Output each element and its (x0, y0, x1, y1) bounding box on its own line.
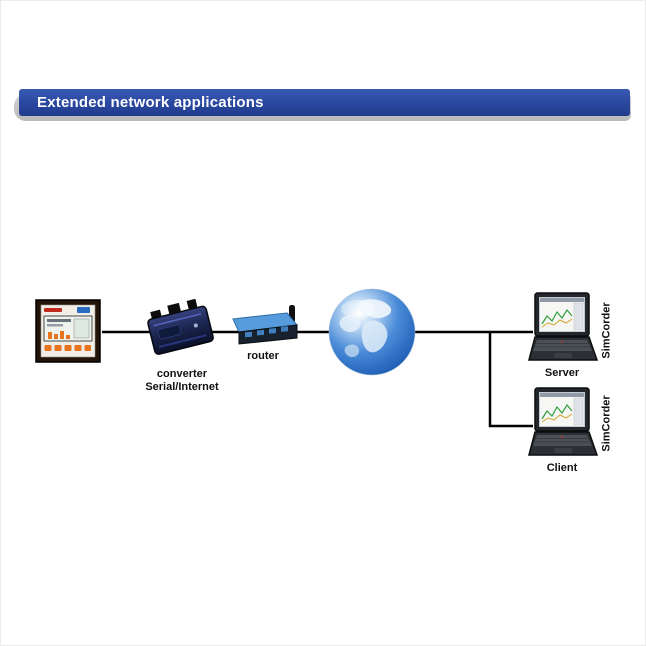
converter-label-line2: Serial/Internet (145, 381, 219, 393)
page-title: Extended network applications (37, 94, 264, 111)
internet-globe-device (327, 287, 417, 377)
client-label: Client (546, 462, 578, 474)
simcorder-server-label: SimCorder (600, 302, 613, 359)
serial-converter-icon (147, 298, 214, 355)
serial-converter-device (141, 298, 223, 361)
converter-label-line1: converter (156, 368, 208, 380)
internet-globe-icon (328, 288, 416, 376)
router-device (227, 303, 303, 349)
server-label: Server (544, 367, 580, 379)
laptop-server-icon (522, 292, 602, 366)
laptop-client-device (522, 387, 602, 461)
router-icon (232, 305, 298, 345)
power-meter-icon (35, 299, 101, 363)
converter-label: converter Serial/Internet (122, 368, 242, 394)
laptop-server-device (522, 292, 602, 366)
title-bar: Extended network applications (19, 89, 630, 116)
router-label: router (247, 350, 279, 362)
wire-branch-client (488, 332, 533, 428)
simcorder-client-label: SimCorder (600, 395, 613, 452)
laptop-client-icon (522, 387, 602, 461)
power-meter-device (35, 299, 101, 363)
